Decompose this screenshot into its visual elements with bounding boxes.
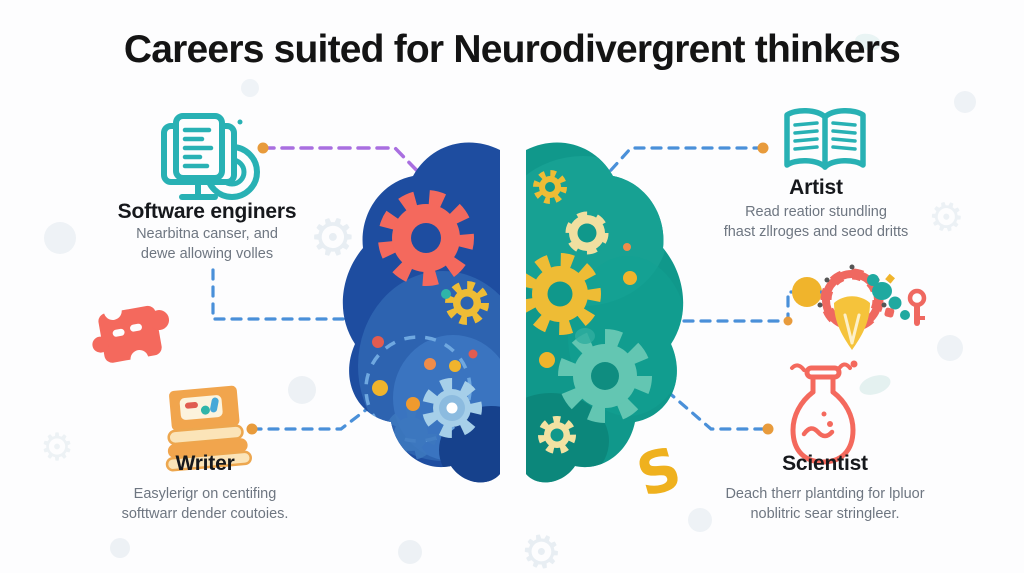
career-label-software: Software enginers: [117, 200, 297, 223]
connector-scientist: [665, 389, 774, 435]
scientist-flask-icon: [790, 360, 858, 465]
key-icon: [907, 288, 927, 326]
career-label-scientist: Scientist: [782, 452, 868, 475]
faint-gear-icon: ⚙: [40, 427, 74, 469]
connector-dot: [783, 316, 793, 326]
brain-right-hemisphere: [526, 142, 684, 483]
bulb-body: [834, 296, 870, 350]
career-desc-artist: Read reatior stundling fhast zllroges an…: [696, 202, 936, 242]
faint-gear-icon: ⚙: [516, 522, 567, 573]
connector-artist: [600, 142, 769, 182]
desc-line: Nearbitna canser, and: [136, 226, 278, 242]
brain-gears-illustration: [342, 142, 684, 483]
lightbulb-gear-icon: [792, 264, 927, 350]
gear-icon: [422, 378, 482, 438]
career-desc-software: Nearbitna canser, and dewe allowing voll…: [95, 224, 319, 264]
page-lines-icon: [793, 121, 857, 151]
connector-dot: [257, 142, 269, 154]
connector-dot: [246, 423, 258, 435]
desc-line: noblitric sear stringleer.: [750, 506, 900, 522]
gear-icon: [526, 253, 601, 335]
desc-line: fhast zllroges and seod dritts: [723, 224, 909, 240]
connector-left-mid: [211, 268, 353, 321]
gear-icon: [565, 211, 609, 255]
career-label-artist: Artist: [789, 176, 843, 199]
connector-dot: [762, 423, 774, 435]
gear-icon: [538, 416, 576, 454]
connector-dot: [757, 142, 769, 154]
career-label-writer: Writer: [175, 452, 235, 475]
artist-open-book-icon: [784, 108, 866, 170]
gear-icon: [378, 190, 474, 286]
connector-writer: [246, 407, 369, 435]
gear-icon: [558, 329, 652, 423]
puzzle-piece-icon: [92, 301, 170, 369]
desc-line: softtwarr dender coutoies.: [121, 506, 289, 522]
brain-left-hemisphere: [342, 142, 501, 483]
page-title: Careers suited for Neurodivergrent think…: [123, 28, 901, 71]
career-desc-scientist: Deach therr plantding for lpluor noblitr…: [703, 484, 947, 524]
desc-line: Read reatior stundling: [745, 204, 887, 220]
career-desc-writer: Easylerigr on centifing softtwarr dender…: [85, 484, 325, 524]
gear-icon: [533, 170, 567, 204]
code-lines-icon: [182, 127, 214, 169]
desc-line: Easylerigr on centifing: [133, 486, 277, 502]
desc-line: Deach therr plantding for lpluor: [725, 486, 925, 502]
writer-books-icon: [165, 385, 252, 472]
desc-line: dewe allowing volles: [140, 246, 274, 262]
gear-icon: [445, 281, 489, 325]
software-engineer-icon: [161, 113, 260, 200]
